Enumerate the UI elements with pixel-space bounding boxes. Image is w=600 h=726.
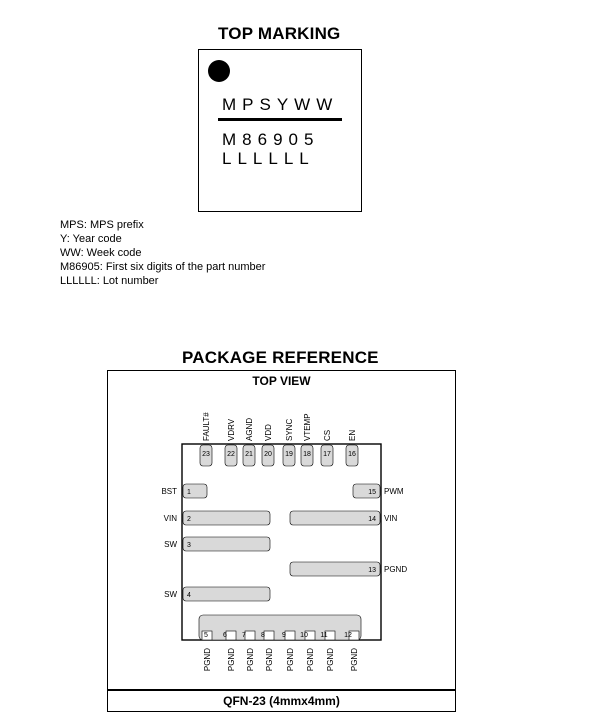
top-pin-name: VTEMP xyxy=(303,413,312,441)
top-pin-name: EN xyxy=(348,430,357,441)
bottom-pin-name: PGND xyxy=(350,648,359,671)
bottom-pin-name: PGND xyxy=(203,648,212,671)
bottom-pin-notch xyxy=(348,630,360,641)
top-pin-number: 17 xyxy=(323,451,331,458)
right-pad-15 xyxy=(352,483,381,499)
bottom-pin-name: PGND xyxy=(326,648,335,671)
right-pin-number: 15 xyxy=(368,489,376,496)
top-pad-18 xyxy=(300,444,314,467)
top-pin-name: VDD xyxy=(264,424,273,441)
package-frame xyxy=(107,370,456,712)
bottom-pin-name: PGND xyxy=(286,648,295,671)
left-pin-number: 1 xyxy=(187,489,191,496)
bottom-pin-notch xyxy=(263,630,275,641)
top-pin-number: 23 xyxy=(202,451,210,458)
right-pin-name: PWM xyxy=(384,487,404,496)
bottom-pin-name: PGND xyxy=(246,648,255,671)
top-pin-name: AGND xyxy=(245,418,254,441)
bottom-pin-notch xyxy=(324,630,336,641)
right-pin-number: 14 xyxy=(368,516,376,523)
legend-item-part-number: M86905: First six digits of the part num… xyxy=(60,261,266,273)
top-pin-number: 18 xyxy=(303,451,311,458)
top-marking-title: TOP MARKING xyxy=(218,24,341,43)
top-pin-name: SYNC xyxy=(285,419,294,441)
top-pin-number: 21 xyxy=(245,451,253,458)
left-pad-4 xyxy=(182,586,271,602)
top-pin-name: FAULT# xyxy=(202,412,211,441)
top-pad-17 xyxy=(320,444,334,467)
bottom-pin-name: PGND xyxy=(306,648,315,671)
right-pad-13 xyxy=(289,561,381,577)
right-pin-number: 13 xyxy=(368,567,376,574)
left-pad-1 xyxy=(182,483,208,499)
left-pin-name: SW xyxy=(164,590,177,599)
left-pin-number: 4 xyxy=(187,592,191,599)
bottom-pin-notch xyxy=(284,630,296,641)
package-footer-divider xyxy=(107,689,456,691)
marking-legend: MPS: MPS prefix Y: Year code WW: Week co… xyxy=(60,218,265,288)
bottom-pin-number: 12 xyxy=(344,632,352,639)
right-pin-name: VIN xyxy=(384,514,398,523)
bottom-pin-number: 8 xyxy=(261,632,265,639)
top-pin-name: VDRV xyxy=(227,418,236,441)
top-pin-number: 22 xyxy=(227,451,235,458)
left-pin-name: BST xyxy=(161,487,177,496)
bottom-pin-number: 10 xyxy=(300,632,308,639)
right-pin-name: PGND xyxy=(384,565,407,574)
top-pad-20 xyxy=(261,444,275,467)
top-pin-number: 16 xyxy=(348,451,356,458)
legend-item-mps: MPS: MPS prefix xyxy=(60,219,144,231)
bottom-pin-number: 11 xyxy=(320,632,327,639)
top-pad-19 xyxy=(282,444,296,467)
marking-line-2: M86905 xyxy=(222,130,320,149)
top-view-label: TOP VIEW xyxy=(252,374,311,388)
left-pin-number: 3 xyxy=(187,542,191,549)
marking-line-1: MPSYWW xyxy=(222,95,339,114)
left-pad-3 xyxy=(182,536,271,552)
left-pad-2 xyxy=(182,510,271,526)
bottom-pin-number: 6 xyxy=(223,632,227,639)
top-pad-23 xyxy=(199,444,213,467)
package-reference-title: PACKAGE REFERENCE xyxy=(182,348,379,367)
marking-underline xyxy=(218,118,342,121)
bottom-pin-name: PGND xyxy=(227,648,236,671)
bottom-pin-name: PGND xyxy=(265,648,274,671)
top-pin-number: 20 xyxy=(264,451,272,458)
bottom-pin-number: 7 xyxy=(242,632,246,639)
bottom-pin-notch xyxy=(244,630,256,641)
left-pin-name: VIN xyxy=(164,514,178,523)
legend-item-year: Y: Year code xyxy=(60,233,122,245)
legend-item-lot-number: LLLLLL: Lot number xyxy=(60,275,159,287)
bottom-pin-notch xyxy=(225,630,237,641)
top-pad-16 xyxy=(345,444,359,467)
bottom-pin-number: 9 xyxy=(282,632,286,639)
left-pin-name: SW xyxy=(164,540,177,549)
marking-box xyxy=(198,49,362,212)
package-footer-label: QFN-23 (4mmx4mm) xyxy=(223,694,340,708)
pin1-indicator-dot xyxy=(208,60,230,82)
bottom-pin-notch xyxy=(304,630,316,641)
top-pin-name: CS xyxy=(323,430,332,441)
top-pad-21 xyxy=(242,444,256,467)
bottom-pin-notch xyxy=(201,630,213,641)
top-pin-number: 19 xyxy=(285,451,293,458)
bottom-pin-number: 5 xyxy=(204,632,208,639)
marking-line-3: LLLLLL xyxy=(222,149,315,168)
left-pin-number: 2 xyxy=(187,516,191,523)
bottom-pgnd-pad xyxy=(198,614,362,641)
top-pad-22 xyxy=(224,444,238,467)
legend-item-week: WW: Week code xyxy=(60,247,142,259)
right-pad-14 xyxy=(289,510,381,526)
